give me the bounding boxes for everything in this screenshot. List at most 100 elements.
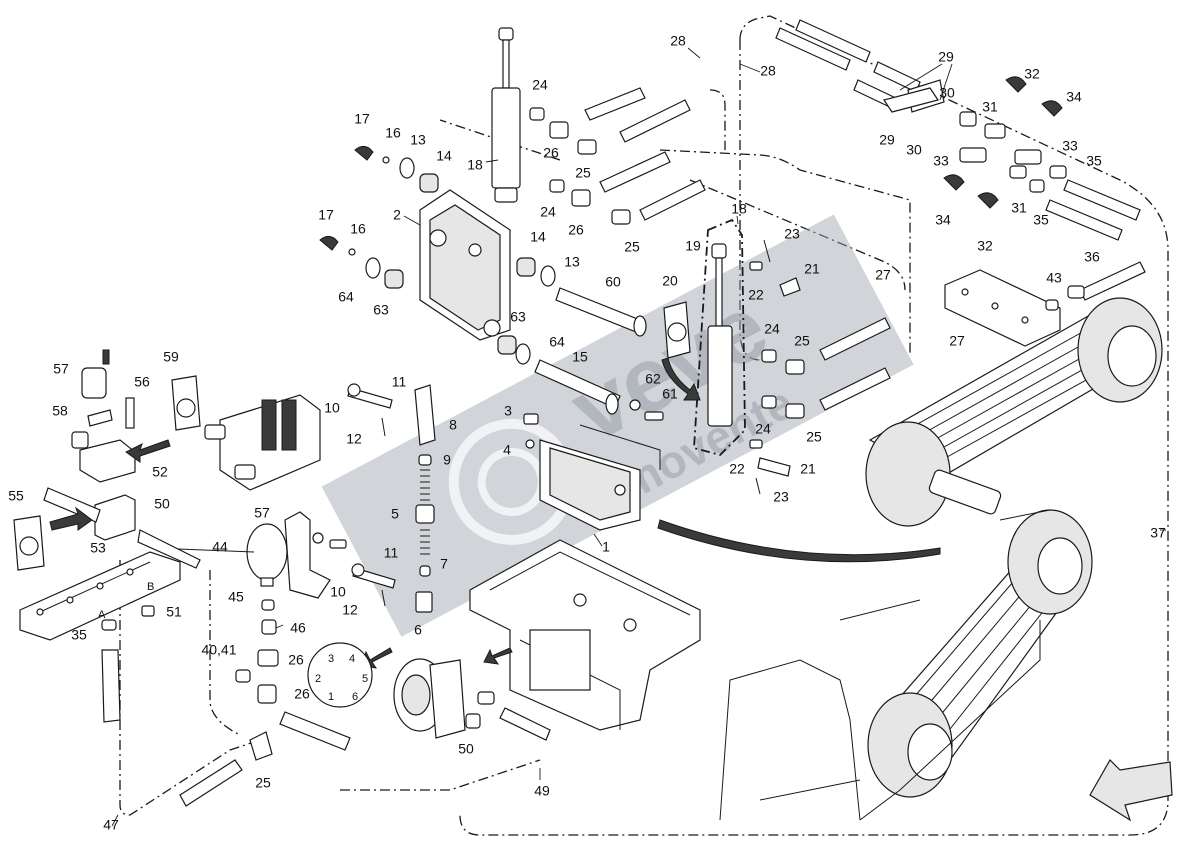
callout-c61: 61 xyxy=(662,386,678,402)
callout-c30b: 30 xyxy=(906,142,922,158)
callout-c29a: 29 xyxy=(938,49,954,65)
callout-c35c: 35 xyxy=(71,627,87,643)
callout-c24b: 24 xyxy=(540,204,556,220)
callout-c47: 47 xyxy=(103,817,119,833)
callout-c13a: 13 xyxy=(410,132,426,148)
callout-c8: 8 xyxy=(449,417,457,433)
hydraulic-motor xyxy=(393,658,551,741)
callout-c53: 53 xyxy=(90,540,106,556)
callout-c33b: 33 xyxy=(933,153,949,169)
callout-c16a: 16 xyxy=(385,125,401,141)
callout-c43: 43 xyxy=(1046,270,1062,286)
support-frame xyxy=(469,539,701,731)
callout-c62: 62 xyxy=(645,371,661,387)
callout-c21b: 21 xyxy=(800,461,816,477)
callout-c24a: 24 xyxy=(532,77,548,93)
callout-c14a: 14 xyxy=(436,148,452,164)
callout-c27a: 27 xyxy=(875,267,891,283)
callout-c22b: 22 xyxy=(729,461,745,477)
callout-c64a: 64 xyxy=(338,289,354,305)
callout-c2: 2 xyxy=(393,207,401,223)
distribution-block xyxy=(944,269,1061,347)
callout-c57a: 57 xyxy=(53,361,69,377)
callout-c11b: 11 xyxy=(384,545,399,561)
callout-c12a: 12 xyxy=(346,431,362,447)
callout-c40: 40,41 xyxy=(201,642,236,658)
leader-lines xyxy=(111,47,1166,827)
dial-number-2: 2 xyxy=(315,673,321,685)
hydraulic-cylinder-right xyxy=(693,218,746,457)
callout-c51: 51 xyxy=(166,604,182,620)
port-label-a: A xyxy=(98,609,106,621)
mounting-bracket xyxy=(419,189,511,341)
bushings xyxy=(319,146,556,365)
callout-c14b: 14 xyxy=(530,229,546,245)
hydraulic-cylinder-left xyxy=(491,27,521,203)
callout-c24d: 24 xyxy=(755,421,771,437)
callout-c50a: 50 xyxy=(154,496,170,512)
callout-c26b: 26 xyxy=(568,222,584,238)
callout-c1: 1 xyxy=(602,539,610,555)
dial-number-3: 3 xyxy=(328,653,334,665)
callout-c34b: 34 xyxy=(935,212,951,228)
callout-c10b: 10 xyxy=(330,584,346,600)
callout-c44: 44 xyxy=(212,539,228,555)
callout-c50b: 50 xyxy=(458,741,474,757)
callout-c18b: 18 xyxy=(731,201,747,217)
callout-c27b: 27 xyxy=(949,333,965,349)
callout-c33a: 33 xyxy=(1062,138,1078,154)
callout-c26a: 26 xyxy=(543,145,559,161)
callout-c29b: 29 xyxy=(879,132,895,148)
clevis-pins xyxy=(347,383,396,607)
fittings-left xyxy=(179,599,351,807)
callout-c34a: 34 xyxy=(1066,89,1082,105)
callout-labels: 2828292930303131323233333434353535364327… xyxy=(8,33,1166,833)
callout-c25e: 25 xyxy=(255,775,271,791)
callout-c56: 56 xyxy=(134,374,150,390)
callout-c25a: 25 xyxy=(575,165,591,181)
callout-c7: 7 xyxy=(440,556,448,572)
callout-c46: 46 xyxy=(290,620,306,636)
callout-c19: 19 xyxy=(685,238,701,254)
callout-c59: 59 xyxy=(163,349,179,365)
manufacturer-logo-arrow xyxy=(1089,759,1173,822)
callout-c11a: 11 xyxy=(392,374,407,390)
callout-c57b: 57 xyxy=(254,505,270,521)
callout-c52: 52 xyxy=(152,464,168,480)
callout-c23b: 23 xyxy=(773,489,789,505)
pivot-pins xyxy=(534,287,664,421)
callout-c32b: 32 xyxy=(977,238,993,254)
callout-c4: 4 xyxy=(503,442,511,458)
callout-c20: 20 xyxy=(662,273,678,289)
dial-number-4: 4 xyxy=(349,653,355,665)
callout-c35a: 35 xyxy=(1086,153,1102,169)
spring-rod-assembly xyxy=(414,384,436,613)
callout-c16b: 16 xyxy=(350,221,366,237)
callout-c17b: 17 xyxy=(318,207,334,223)
callout-c49: 49 xyxy=(534,783,550,799)
callout-c25d: 25 xyxy=(806,429,822,445)
callout-c12b: 12 xyxy=(342,602,358,618)
callout-c26c: 26 xyxy=(288,652,304,668)
rotary-dial-diagram xyxy=(307,642,373,708)
dial-number-6: 6 xyxy=(352,691,358,703)
callout-c5: 5 xyxy=(391,506,399,522)
control-valve-bank xyxy=(204,394,321,491)
callout-c13b: 13 xyxy=(564,254,580,270)
callout-c58: 58 xyxy=(52,403,68,419)
callout-c37: 37 xyxy=(1150,525,1166,541)
callout-c64b: 64 xyxy=(549,334,565,350)
callout-c55: 55 xyxy=(8,488,24,504)
callout-c21a: 21 xyxy=(804,261,820,277)
callout-c26d: 26 xyxy=(294,686,310,702)
callout-c18a: 18 xyxy=(467,157,483,173)
callout-c30a: 30 xyxy=(939,85,955,101)
mount-plate xyxy=(523,413,661,531)
callout-c31b: 31 xyxy=(1011,200,1027,216)
callout-c6: 6 xyxy=(414,622,422,638)
callout-c25b: 25 xyxy=(624,239,640,255)
dial-number-1: 1 xyxy=(328,691,334,703)
callout-c63b: 63 xyxy=(510,309,526,325)
